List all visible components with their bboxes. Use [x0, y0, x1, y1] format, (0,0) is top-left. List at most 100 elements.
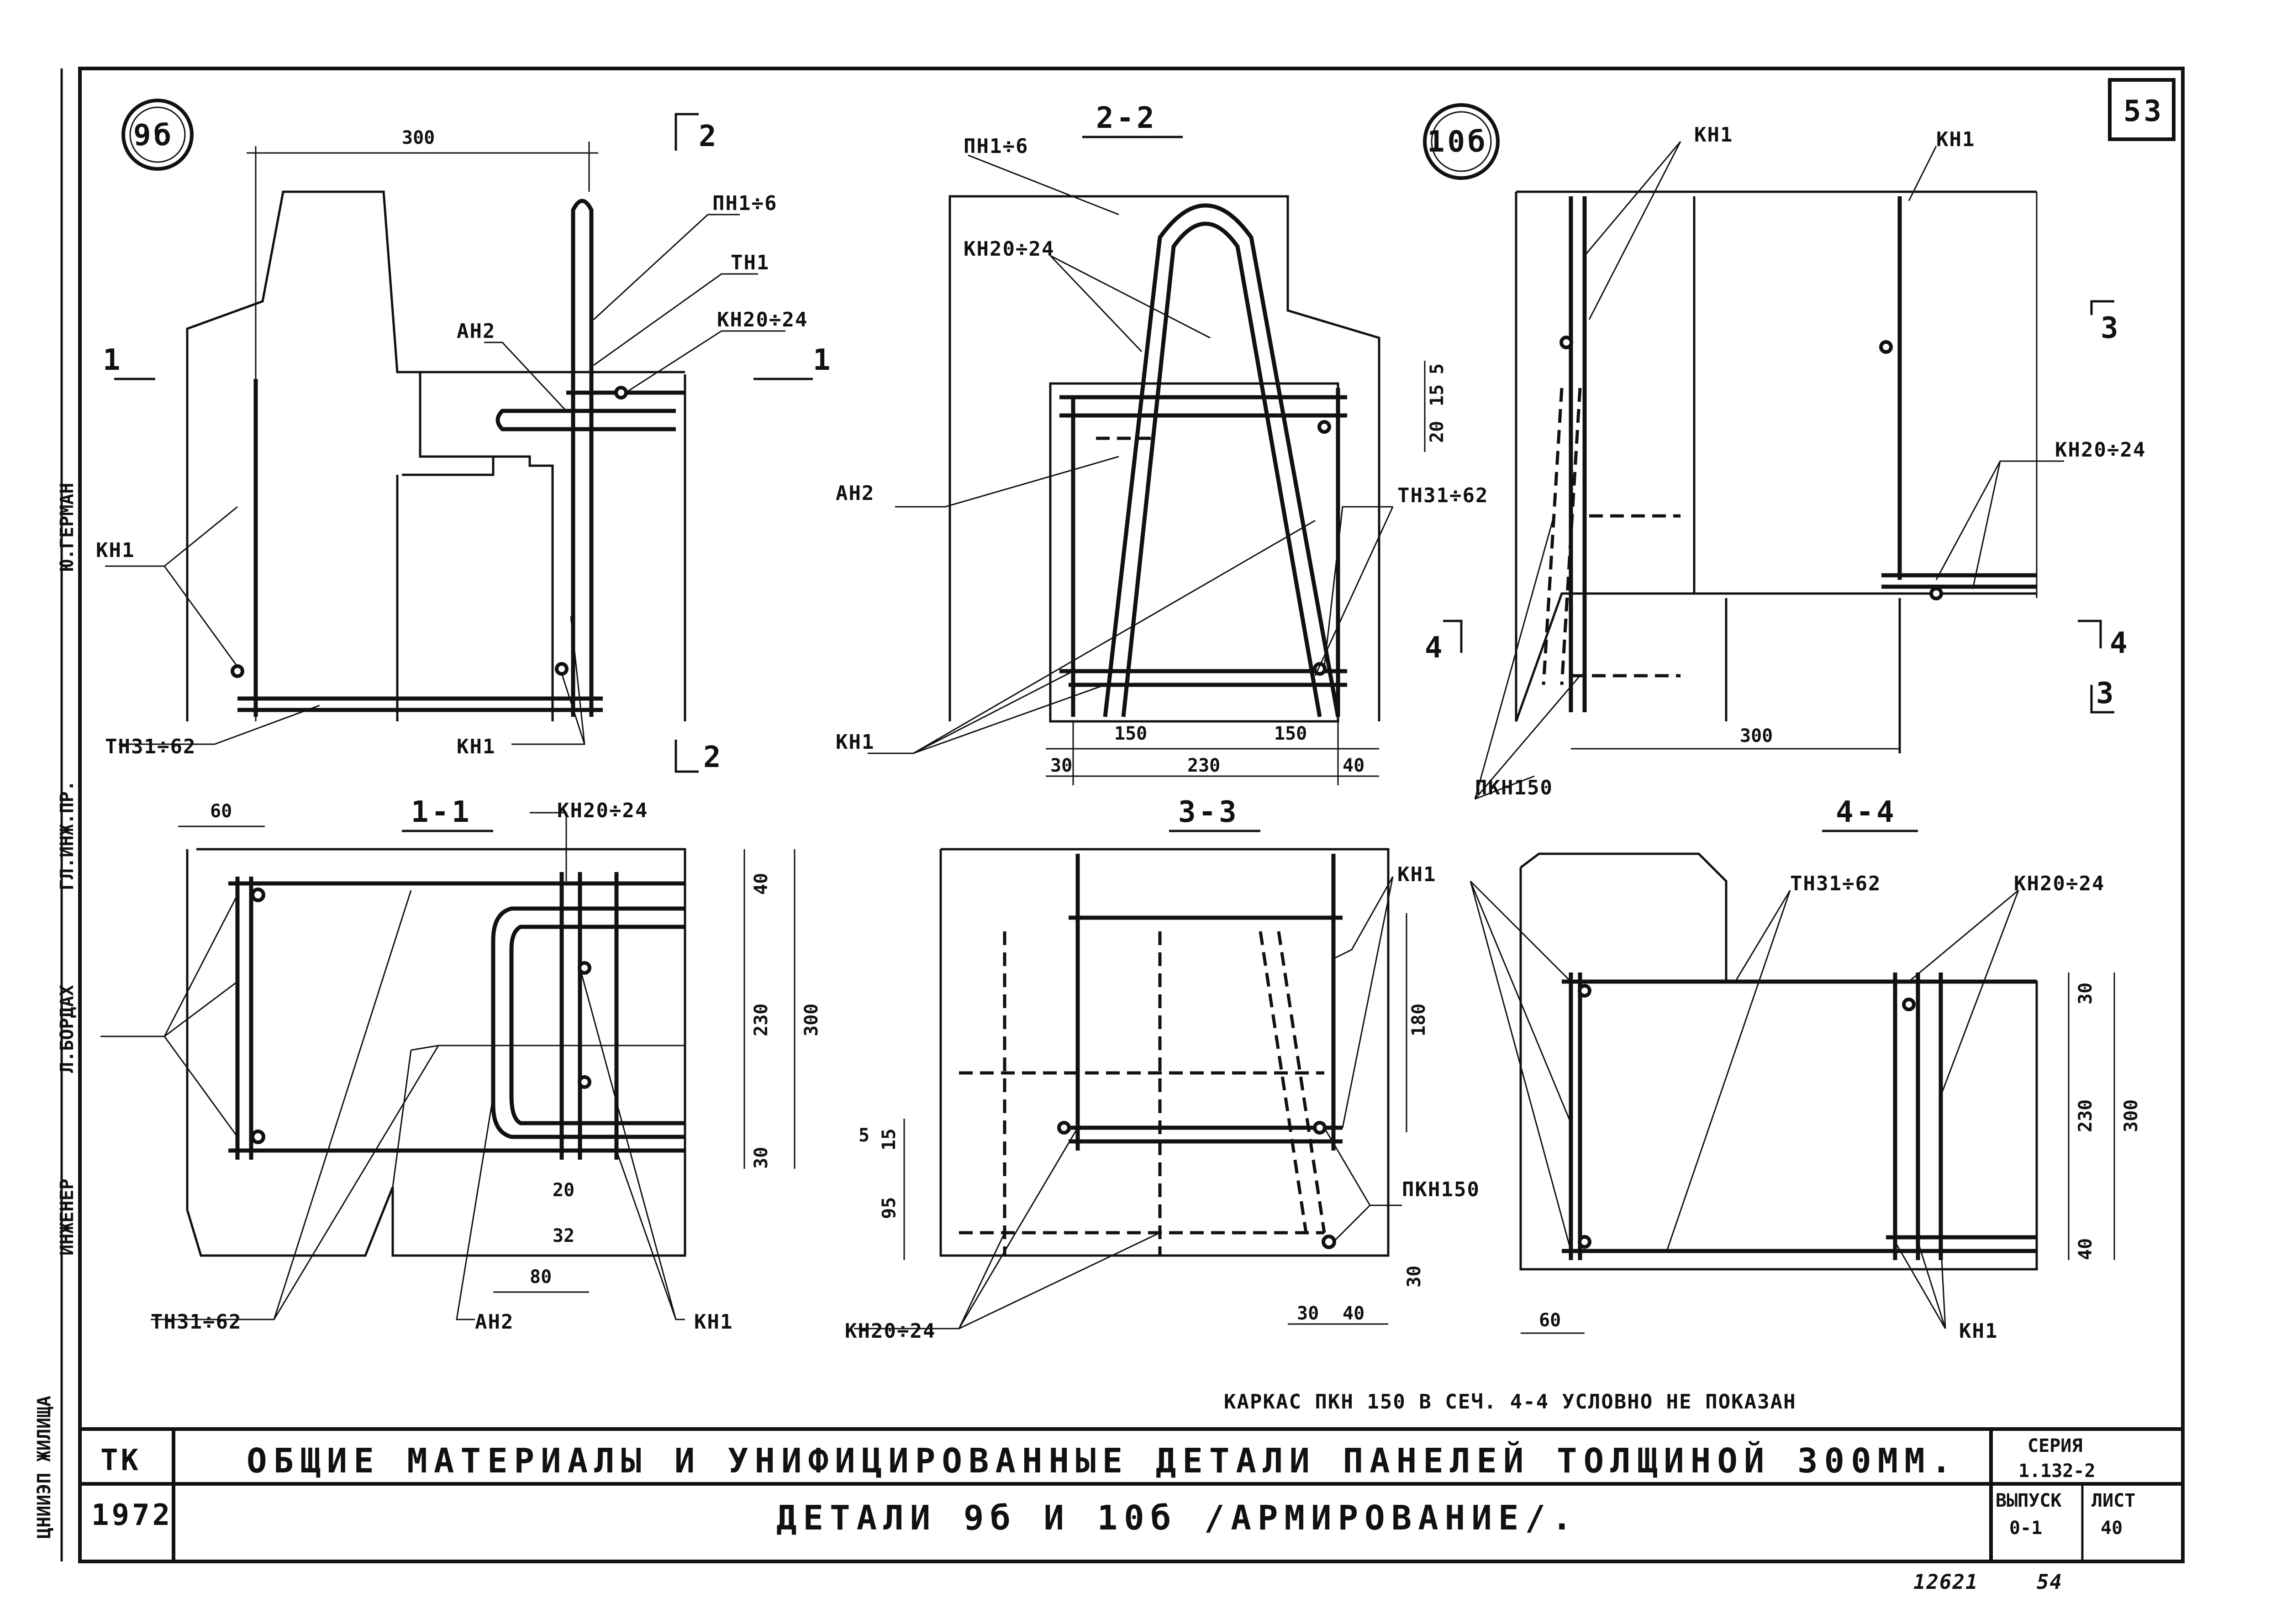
detail-9b-marker — [121, 99, 194, 171]
panel-outline-2-2 — [948, 195, 1380, 721]
section-3-3: 3-3 180 5 15 95 30 30 40 КН1 ПКН150 — [845, 795, 1480, 1343]
section-4-4-title: 4-4 — [1836, 795, 1897, 829]
handwritten-number-1: 12621 — [1913, 1571, 1978, 1594]
label-pn-2-2: ПН1÷6 — [964, 135, 1028, 158]
label-kn20-3-3: КН20÷24 — [845, 1319, 936, 1343]
title-org: ТК — [100, 1444, 141, 1477]
label-kn1-10b-right: КН1 — [1936, 128, 1975, 151]
title-block: ТК 1972 ОБЩИЕ МАТЕРИАЛЫ И УНИФИЦИРОВАННЫ… — [80, 1427, 2183, 1561]
panel-outline-4-4 — [1519, 852, 2038, 1271]
dim-95-3-3: 95 — [879, 1197, 900, 1219]
dim-180-3-3: 180 — [1408, 1004, 1429, 1036]
dim-300-10b: 300 — [1740, 725, 1773, 746]
label-kn1-10b-left: КН1 — [1694, 123, 1733, 147]
dim-32-1-1: 32 — [553, 1225, 574, 1246]
cut-4-right: 4 — [2110, 626, 2130, 660]
cut-2-bottom: 2 — [703, 741, 724, 774]
bar-pn-arch — [1103, 203, 1340, 717]
page-number-box — [2108, 78, 2176, 141]
dim-15-3-3: 15 — [879, 1129, 900, 1151]
label-kn1-4-4: КН1 — [1959, 1319, 1998, 1343]
title-line-1: ОБЩИЕ МАТЕРИАЛЫ И УНИФИЦИРОВАННЫЕ ДЕТАЛИ… — [247, 1440, 1958, 1481]
title-year: 1972 — [91, 1498, 173, 1532]
dim-5-3-3: 5 — [859, 1125, 869, 1146]
panel-outline-10b — [1515, 192, 1626, 722]
cut-3-top: 3 — [2101, 311, 2121, 345]
label-kn1-2-2: КН1 — [836, 731, 874, 754]
section-4-4: 4-4 30 230 40 300 60 ТН31÷62 КН20÷24 — [1470, 795, 2142, 1343]
detail-9b-elevation: 9б 300 ПН1÷6 ТН1 КН20÷24 АН2 КН1 — [96, 99, 833, 774]
dim-40-2-2: 40 — [1343, 755, 1364, 776]
dim-300-9b: 300 — [402, 127, 435, 148]
section-2-2: 2-2 ПН1÷6 КН20÷24 АН2 ТН31÷62 КН1 — [836, 101, 1488, 785]
dim-30-4-4: 30 — [2075, 983, 2096, 1004]
side-stamp: ИНЖЕНЕР Л.БОРДАХ ГЛ.ИНЖ.ПР. Ю.ГЕРМАН ЦНИ… — [34, 483, 78, 1539]
sheet-frame — [78, 67, 2185, 1563]
bar-pn-hook — [571, 199, 594, 717]
bar-pkn150-3-3 — [1259, 931, 1326, 1233]
label-kn20-9b: КН20÷24 — [717, 308, 808, 331]
dim-60-1-1: 60 — [210, 801, 232, 822]
cut-3-bottom: 3 — [2096, 677, 2117, 710]
dim-230-4-4: 230 — [2075, 1099, 2096, 1132]
section-2-2-title: 2-2 — [1096, 101, 1157, 135]
label-kn1-9b-left: КН1 — [96, 539, 135, 562]
label-kn1-1-1: КН1 — [694, 1310, 733, 1334]
dim-230-2-2: 230 — [1187, 755, 1220, 776]
label-kn1-3-3: КН1 — [1397, 863, 1436, 886]
sheet-value: 40 — [2101, 1518, 2123, 1539]
dim-30-2-2: 30 — [1050, 755, 1072, 776]
footnote: КАРКАС ПКН 150 В СЕЧ. 4-4 УСЛОВНО НЕ ПОК… — [1224, 1390, 1796, 1414]
label-tn31-9b: ТН31÷62 — [105, 735, 196, 758]
cut-2-top: 2 — [699, 120, 719, 153]
label-kn20-2-2: КН20÷24 — [964, 237, 1054, 261]
dim-60-4-4: 60 — [1539, 1310, 1561, 1331]
section-1-1-title: 1-1 — [411, 795, 472, 829]
dim-300-4-4: 300 — [2121, 1099, 2142, 1132]
label-an2-9b: АН2 — [457, 320, 495, 343]
label-kn1-9b-bottom: КН1 — [457, 735, 495, 758]
issue-value: 0-1 — [2009, 1518, 2042, 1539]
series-label: СЕРИЯ — [2028, 1435, 2082, 1456]
bar-an2 — [495, 409, 676, 431]
bar-pkn150-dashed — [1542, 388, 1582, 685]
dim-80-1-1: 80 — [530, 1267, 552, 1288]
dim-40-1-1: 40 — [751, 873, 772, 895]
bar-an2-1-1 — [491, 906, 685, 1139]
sheet-label: ЛИСТ — [2091, 1490, 2135, 1511]
label-tn31-2-2: ТН31÷62 — [1397, 484, 1488, 507]
section-1-1: 1-1 40 230 30 300 60 20 32 80 — [100, 795, 822, 1334]
dim-5-2-2: 5 — [1427, 363, 1448, 374]
series-value: 1.132-2 — [2018, 1461, 2096, 1482]
dim-15-2-2: 15 — [1427, 384, 1448, 406]
page-number: 53 — [2123, 95, 2164, 128]
dim-30-3-3: 30 — [1297, 1303, 1319, 1324]
section-3-3-title: 3-3 — [1178, 795, 1239, 829]
dim-300-1-1: 300 — [801, 1004, 822, 1036]
dim-150-right: 150 — [1274, 723, 1307, 744]
label-kn20-4-4: КН20÷24 — [2014, 872, 2105, 895]
stamp-role-chief: ГЛ.ИНЖ.ПР. — [57, 780, 78, 890]
cut-1-right: 1 — [813, 343, 833, 377]
dim-40-3-3: 40 — [1343, 1303, 1364, 1324]
stamp-institute: ЦНИИЭП ЖИЛИЩА — [34, 1396, 55, 1539]
detail-10b-marker-text: 10б — [1427, 125, 1488, 159]
detail-10b-elevation: 10б КН1 КН1 КН20÷24 ПКН150 300 3 — [1423, 103, 2146, 800]
label-an2-2-2: АН2 — [836, 482, 874, 505]
label-tn1-9b: ТН1 — [731, 251, 769, 274]
label-pn-9b: ПН1÷6 — [712, 192, 777, 215]
stamp-name-bordakh: Л.БОРДАХ — [57, 985, 78, 1073]
detail-9b-marker-text: 9б — [133, 119, 174, 152]
label-an2-1-1: АН2 — [475, 1310, 514, 1334]
cut-4-left: 4 — [1425, 631, 1445, 665]
dim-230-1-1: 230 — [751, 1004, 772, 1036]
cut-1-left: 1 — [103, 343, 123, 377]
label-tn31-4-4: ТН31÷62 — [1790, 872, 1881, 895]
dim-30-1-1: 30 — [751, 1147, 772, 1169]
panel-outline-3-3 — [939, 848, 1390, 1257]
label-pkn150-10b: ПКН150 — [1475, 776, 1553, 799]
label-kn20-10b: КН20÷24 — [2055, 438, 2146, 462]
dim-20-2-2: 20 — [1427, 421, 1448, 443]
label-pkn150-3-3: ПКН150 — [1402, 1178, 1480, 1201]
